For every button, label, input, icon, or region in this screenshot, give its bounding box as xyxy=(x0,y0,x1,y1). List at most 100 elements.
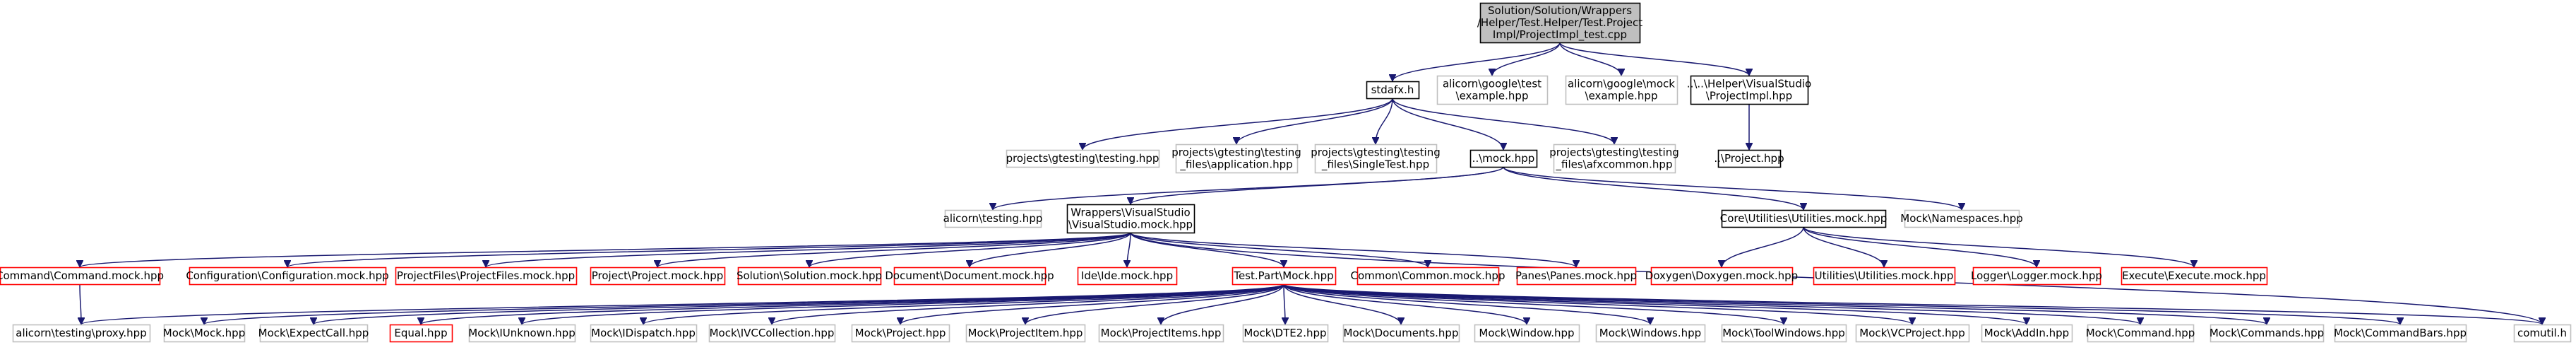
node-label-projectfiles_mock-line-0: ProjectFiles\ProjectFiles.mock.hpp xyxy=(397,269,575,282)
node-projectfiles_mock[interactable]: ProjectFiles\ProjectFiles.mock.hpp xyxy=(395,267,578,286)
edge-testpart-to-m_commands xyxy=(1283,283,2267,325)
node-label-projimpl-line-0: ..\..\Helper\VisualStudio xyxy=(1687,77,1811,90)
node-common_mock[interactable]: Common\Common.mock.hpp xyxy=(1351,267,1505,286)
node-box-configuration_mock xyxy=(189,267,387,286)
node-box-m_expectcall xyxy=(259,324,369,343)
node-m_iunknown: Mock\IUnknown.hpp xyxy=(468,324,576,343)
node-project_mock[interactable]: Project\Project.mock.hpp xyxy=(590,267,726,286)
node-box-projimpl xyxy=(1690,75,1809,105)
node-box-m_projectitem xyxy=(965,324,1086,343)
edge-testpart-to-m_projectitems xyxy=(1161,283,1284,325)
node-box-m_addin xyxy=(1981,324,2073,343)
node-box-m_commands xyxy=(2210,324,2325,343)
edge-testpart-to-m_projectitem xyxy=(1025,283,1284,325)
node-m_window: Mock\Window.hpp xyxy=(1474,324,1580,343)
edge-testpart-to-m_command xyxy=(1283,283,2140,325)
node-box-mock xyxy=(1469,149,1538,168)
node-label-m_windows-line-0: Mock\Windows.hpp xyxy=(1599,327,1701,339)
node-utilmock[interactable]: Core\Utilities\Utilities.mock.hpp xyxy=(1720,209,1888,228)
node-equal[interactable]: Equal.hpp xyxy=(389,324,453,343)
edge-command_mock-to-proxy xyxy=(80,283,81,324)
node-label-alicorn_testing-line-0: alicorn\testing.hpp xyxy=(943,212,1043,225)
edge-testpart-to-comutil xyxy=(1283,283,2542,325)
node-label-vsmock-line-0: Wrappers\VisualStudio xyxy=(1071,206,1190,218)
edge-testpart-to-m_ivccollection xyxy=(772,283,1284,325)
node-label-m_addin-line-0: Mock\AddIn.hpp xyxy=(1984,327,2069,339)
node-box-m_windows xyxy=(1595,324,1706,343)
node-box-panes_mock xyxy=(1516,267,1637,286)
node-box-utilmock xyxy=(1721,209,1887,228)
node-logger_mock[interactable]: Logger\Logger.mock.hpp xyxy=(1971,267,2102,286)
node-label-gt_afxcommon-line-0: projects\gtesting\testing xyxy=(1549,146,1679,158)
node-m_toolwindows: Mock\ToolWindows.hpp xyxy=(1721,324,1847,343)
node-label-m_ivccollection-line-0: Mock\IVCCollection.hpp xyxy=(710,327,835,339)
node-execute_mock[interactable]: Execute\Execute.mock.hpp xyxy=(2121,267,2268,286)
node-projimpl[interactable]: ..\..\Helper\VisualStudio\ProjectImpl.hp… xyxy=(1687,75,1811,105)
node-label-vsmock-line-1: \VisualStudio.mock.hpp xyxy=(1068,218,1193,230)
node-label-gtest_example-line-1: \example.hpp xyxy=(1456,89,1529,102)
node-label-logger_mock-line-0: Logger\Logger.mock.hpp xyxy=(1971,269,2102,282)
edge-stdafx-to-gt_application xyxy=(1236,98,1393,145)
node-label-root-line-1: /Helper/Test.Helper/Test.Project xyxy=(1477,16,1642,29)
node-box-m_idispatch xyxy=(590,324,698,343)
node-configuration_mock[interactable]: Configuration\Configuration.mock.hpp xyxy=(186,267,389,286)
node-m_mock: Mock\Mock.hpp xyxy=(163,324,246,343)
node-m_commandbars: Mock\CommandBars.hpp xyxy=(2334,324,2467,343)
node-box-m_iunknown xyxy=(468,324,576,343)
node-label-gtest_example-line-0: alicorn\google\test xyxy=(1443,77,1542,90)
node-gt_application: projects\gtesting\testing_files\applicat… xyxy=(1171,144,1301,174)
node-utilities_mock[interactable]: Utilities\Utilities.mock.hpp xyxy=(1813,267,1956,286)
edge-vsmock-to-document_mock xyxy=(970,232,1131,268)
node-gtest_example: alicorn\google\test\example.hpp xyxy=(1436,75,1549,105)
node-command_mock[interactable]: Command\Command.mock.hpp xyxy=(0,267,164,286)
node-project[interactable]: ..\Project.hpp xyxy=(1714,149,1784,168)
node-gt_afxcommon: projects\gtesting\testing_files\afxcommo… xyxy=(1549,144,1679,174)
node-alicorn_testing: alicorn\testing.hpp xyxy=(943,209,1043,228)
node-label-gt_singletest-line-1: _files\SingleTest.hpp xyxy=(1321,158,1429,171)
node-testpart[interactable]: Test.Part\Mock.hpp xyxy=(1232,267,1337,286)
edge-testpart-to-m_window xyxy=(1283,283,1527,325)
node-label-m_projectitems-line-0: Mock\ProjectItems.hpp xyxy=(1101,327,1222,339)
edge-mock-to-utilmock xyxy=(1503,166,1803,211)
node-panes_mock[interactable]: Panes\Panes.mock.hpp xyxy=(1515,267,1637,286)
node-document_mock[interactable]: Document\Document.mock.hpp xyxy=(885,267,1054,286)
node-label-m_project-line-0: Mock\Project.hpp xyxy=(855,327,946,339)
edge-testpart-to-m_toolwindows xyxy=(1283,283,1784,325)
node-box-equal xyxy=(389,324,453,343)
node-root[interactable]: Solution/Solution/Wrappers/Helper/Test.H… xyxy=(1477,2,1642,44)
node-mock[interactable]: ..\mock.hpp xyxy=(1469,149,1538,168)
node-box-comutil xyxy=(2513,324,2572,343)
edge-testpart-to-proxy xyxy=(81,283,1284,325)
node-proxy: alicorn\testing\proxy.hpp xyxy=(12,324,151,343)
node-ide_mock[interactable]: Ide\Ide.mock.hpp xyxy=(1077,267,1178,286)
edge-root-to-gtest_example xyxy=(1492,42,1561,76)
node-m_commands: Mock\Commands.hpp xyxy=(2210,324,2325,343)
node-vsmock[interactable]: Wrappers\VisualStudio\VisualStudio.mock.… xyxy=(1066,204,1195,234)
edge-testpart-to-m_dte2 xyxy=(1284,283,1285,324)
node-box-m_documents xyxy=(1342,324,1460,343)
node-box-m_toolwindows xyxy=(1721,324,1847,343)
node-label-equal-line-0: Equal.hpp xyxy=(394,327,447,339)
node-box-document_mock xyxy=(893,267,1046,286)
node-box-project_mock xyxy=(590,267,726,286)
edge-testpart-to-m_commandbars xyxy=(1283,283,2400,325)
node-doxygen_mock[interactable]: Doxygen\Doxygen.mock.hpp xyxy=(1645,267,1798,286)
node-box-gt_singletest xyxy=(1314,144,1438,174)
node-box-m_project xyxy=(851,324,950,343)
node-solution_mock[interactable]: Solution\Solution.mock.hpp xyxy=(737,267,882,286)
node-m_dte2: Mock\DTE2.hpp xyxy=(1242,324,1329,343)
node-box-gt_application xyxy=(1175,144,1299,174)
node-label-stdafx-line-0: stdafx.h xyxy=(1371,83,1414,96)
edge-stdafx-to-gt_singletest xyxy=(1376,98,1393,144)
node-box-execute_mock xyxy=(2121,267,2268,286)
edge-vsmock-to-panes_mock xyxy=(1130,232,1576,268)
node-box-vsmock xyxy=(1066,204,1195,234)
node-gt_testing: projects\gtesting\testing.hpp xyxy=(1006,149,1160,168)
node-stdafx[interactable]: stdafx.h xyxy=(1366,81,1420,100)
node-label-ide_mock-line-0: Ide\Ide.mock.hpp xyxy=(1081,269,1173,282)
node-m_ivccollection: Mock\IVCCollection.hpp xyxy=(708,324,836,343)
node-box-project xyxy=(1717,149,1782,168)
node-m_projectitems: Mock\ProjectItems.hpp xyxy=(1098,324,1224,343)
node-label-m_projectitem-line-0: Mock\ProjectItem.hpp xyxy=(968,327,1083,339)
